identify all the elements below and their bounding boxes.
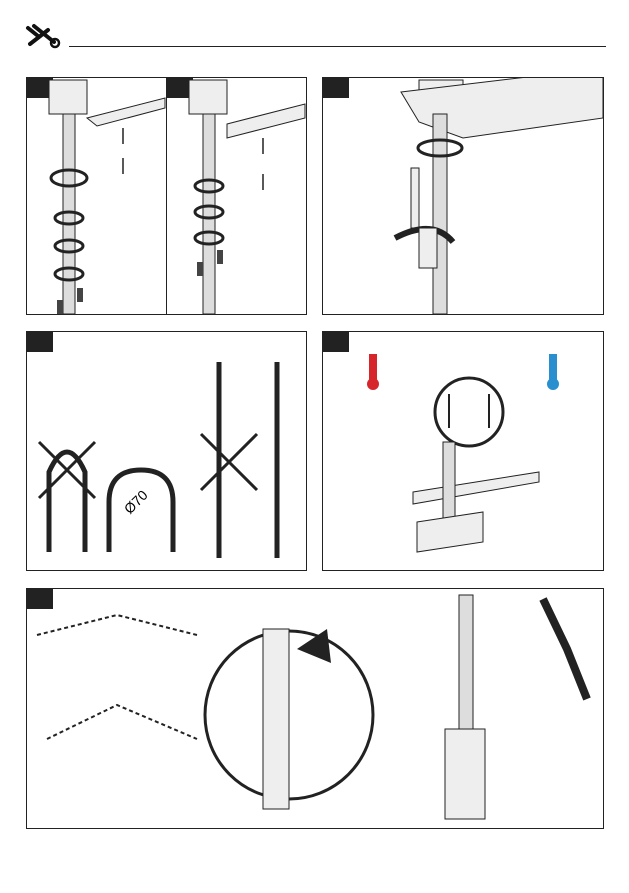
wrench-screwdriver-icon <box>24 22 64 52</box>
attach-hose-clip-drawing <box>27 589 605 830</box>
faucet-mount-assembled-drawing <box>167 78 308 316</box>
step-5-panel <box>26 588 604 829</box>
faucet-mount-washers-drawing <box>27 78 168 316</box>
step-4-panel <box>322 331 604 571</box>
step-3-panel: Ø70 <box>26 331 307 571</box>
step-2-panel <box>322 77 604 315</box>
step-1a-panel <box>26 77 167 315</box>
header-bar <box>24 22 606 52</box>
step-1b-panel <box>166 77 307 315</box>
hose-diameter-label: Ø70 <box>121 487 151 517</box>
tighten-nut-screwdriver-drawing <box>323 78 605 316</box>
hose-bending-rules-drawing: Ø70 <box>27 332 308 572</box>
header-rule <box>69 46 606 47</box>
connect-hot-cold-supply-drawing <box>323 332 605 572</box>
